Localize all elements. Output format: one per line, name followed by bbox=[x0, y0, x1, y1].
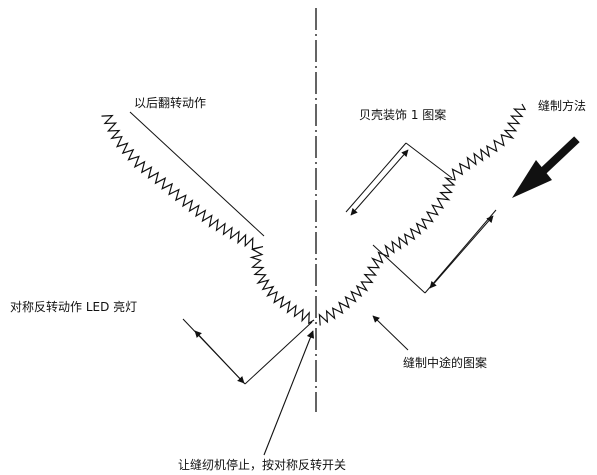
mid-pattern-label: 缝制中途的图案 bbox=[403, 356, 488, 370]
reverse-after-label: 以后翻转动作 bbox=[134, 96, 207, 110]
reverse-after-leader bbox=[129, 111, 265, 237]
right-zigzag-stitch bbox=[318, 103, 527, 326]
stop-point-leader bbox=[263, 330, 315, 456]
mirror-led-dimension bbox=[182, 318, 313, 385]
stop-and-press-label: 让缝纫机停止，按对称反转开关 bbox=[178, 458, 347, 472]
shell-pattern-label: 贝壳装饰 1 图案 bbox=[359, 108, 447, 122]
sewing-direction-label: 缝制方法 bbox=[538, 99, 587, 113]
shell-pattern-dimension-lower bbox=[372, 209, 497, 294]
mid-pattern-leader bbox=[372, 315, 409, 351]
mirror-led-label: 对称反转动作 LED 亮灯 bbox=[10, 300, 138, 314]
shell-pattern-dimension-upper bbox=[345, 142, 453, 216]
sewing-direction-arrow bbox=[512, 136, 580, 198]
left-zigzag-stitch bbox=[101, 114, 315, 325]
